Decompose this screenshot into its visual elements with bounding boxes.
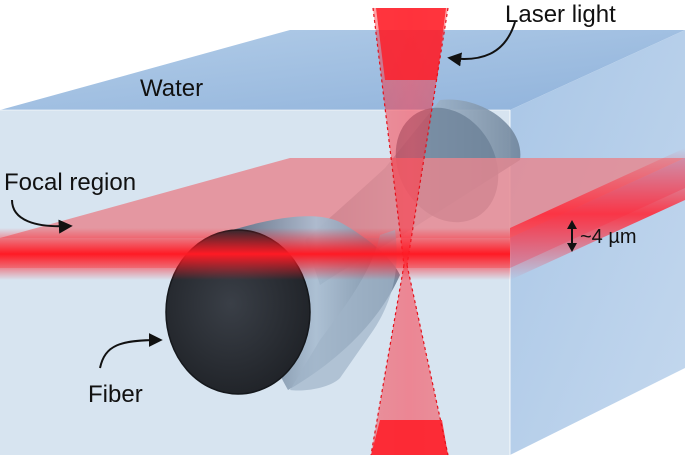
fiber-arrow [99,333,163,369]
focal-arrow [11,199,73,234]
laser-label: Laser light [505,1,616,28]
laser-beam [370,7,449,456]
fiber-label: Fiber [88,381,143,408]
focal-band-right [510,148,685,280]
laser-cone-lower [371,265,448,455]
focal-plane [0,158,685,238]
laser-arrow [447,21,516,67]
focal-region-label: Focal region [4,169,136,196]
focal-band-front [0,228,510,280]
water-right-face [510,30,685,455]
thickness-arrow [567,220,577,252]
water-top-face [0,30,685,110]
thickness-label: ~4 µm [580,226,637,248]
water-label: Water [140,75,203,102]
